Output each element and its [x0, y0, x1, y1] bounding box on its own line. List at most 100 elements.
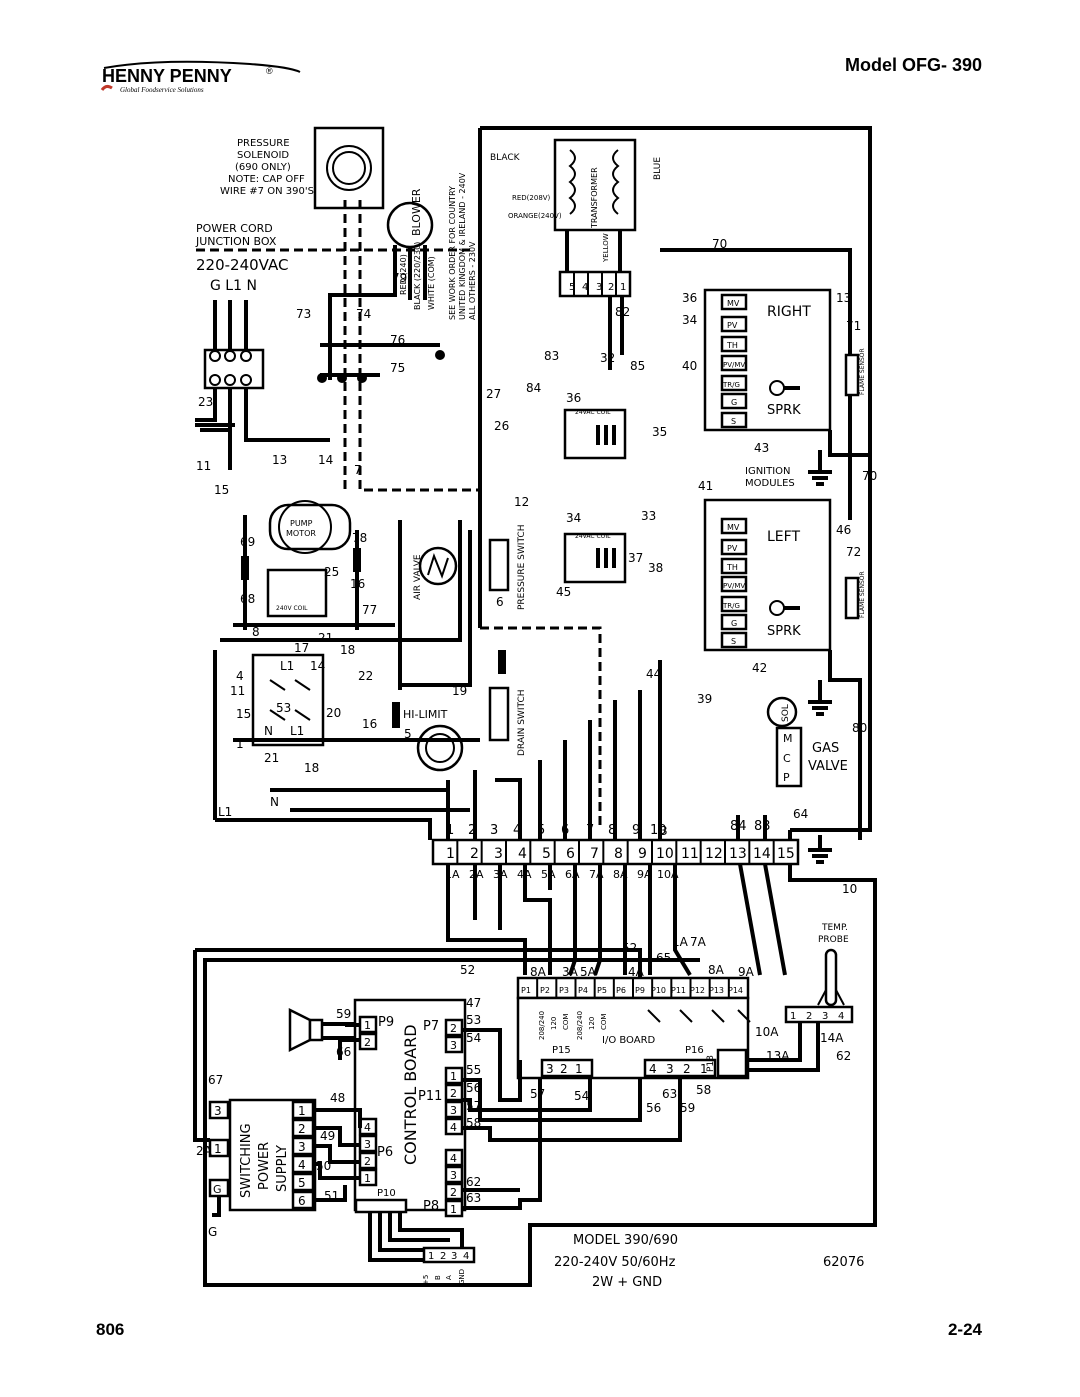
ignition-modules-label: IGNITION MODULES — [745, 466, 795, 489]
wire-number: 62 — [836, 1049, 851, 1063]
svg-text:MOTOR: MOTOR — [286, 529, 316, 538]
terminal-strip — [431, 838, 800, 866]
wire-number: 3 — [660, 824, 668, 838]
svg-text:+5: +5 — [422, 1275, 430, 1285]
svg-text:TRANSFORMER: TRANSFORMER — [590, 167, 599, 229]
svg-text:1: 1 — [214, 1142, 222, 1156]
wire-number: 8 — [252, 625, 260, 639]
svg-text:SOL: SOL — [781, 704, 791, 722]
wire-number: 52 — [622, 941, 637, 955]
speaker-icon — [288, 1007, 312, 1053]
wire-number: N — [264, 724, 273, 738]
svg-text:2: 2 — [806, 1011, 812, 1022]
wire-number: 58 — [696, 1083, 711, 1097]
svg-text:TH: TH — [726, 341, 738, 350]
svg-text:SOLENOID: SOLENOID — [237, 150, 289, 161]
wire-number: 37 — [628, 551, 643, 565]
wire-number: 13 — [272, 453, 287, 467]
svg-text:HENNY PENNY: HENNY PENNY — [102, 66, 232, 86]
svg-text:2: 2 — [608, 282, 614, 293]
svg-text:3: 3 — [546, 1062, 554, 1076]
wire-number: L1 — [280, 659, 294, 673]
pump-motor — [268, 503, 352, 551]
wire-number: 84 — [526, 381, 541, 395]
svg-text:PV/MV: PV/MV — [723, 361, 745, 369]
pressure-solenoid-label: PRESSURE SOLENOID (690 ONLY) NOTE: CAP O… — [220, 138, 314, 197]
wire-number: 35 — [652, 425, 667, 439]
right-module-pins: MV PV TH PV/MV TR/G G S — [720, 293, 748, 429]
wire-number: 14A — [820, 1031, 844, 1045]
svg-text:(690 ONLY): (690 ONLY) — [235, 162, 291, 173]
svg-text:3: 3 — [364, 1138, 371, 1151]
svg-text:TR/G: TR/G — [722, 602, 740, 610]
svg-text:7: 7 — [586, 823, 594, 838]
wire-number: 46 — [836, 523, 851, 537]
wire-number: 53 — [466, 1013, 481, 1027]
wire-number: 26 — [494, 419, 509, 433]
wire-number: 56 — [646, 1101, 661, 1115]
pump-coil — [266, 568, 328, 618]
svg-text:S: S — [731, 637, 736, 646]
wire-number: 56 — [466, 1081, 481, 1095]
svg-text:1: 1 — [450, 1070, 457, 1083]
part-number: 62076 — [823, 1255, 864, 1270]
svg-text:5: 5 — [537, 823, 545, 838]
wire-number: 16 — [362, 717, 377, 731]
svg-text:PV: PV — [727, 544, 738, 553]
svg-text:3: 3 — [822, 1011, 828, 1022]
wire-number: 57 — [466, 1099, 481, 1113]
svg-text:FLAME SENSOR: FLAME SENSOR — [859, 348, 866, 395]
svg-text:6: 6 — [566, 846, 575, 862]
wire-number: 18 — [340, 643, 355, 657]
wire-number: 82 — [615, 305, 630, 319]
svg-text:15: 15 — [777, 846, 795, 862]
wire-number: 72 — [846, 545, 861, 559]
svg-text:120: 120 — [588, 1017, 596, 1030]
wire-number: L1 — [290, 724, 304, 738]
terminal-strip-numbers: 1 2 3 4 5 6 7 8 9 10 11 12 13 14 15 — [446, 846, 795, 862]
svg-text:PRESSURE: PRESSURE — [237, 138, 290, 149]
svg-text:JUNCTION BOX: JUNCTION BOX — [195, 235, 277, 248]
wire-number: 8A — [708, 963, 725, 977]
wire-number: 80 — [852, 721, 867, 735]
wire-number: 19 — [452, 684, 467, 698]
svg-text:P7: P7 — [423, 1019, 439, 1034]
wire-number: 15 — [214, 483, 229, 497]
svg-text:2: 2 — [450, 1087, 457, 1100]
svg-text:POWER: POWER — [257, 1142, 272, 1190]
gas-valve-label: GAS VALVE — [808, 741, 848, 774]
svg-text:TEMP.: TEMP. — [821, 923, 848, 933]
svg-text:G L1 N: G L1 N — [210, 278, 257, 294]
work-order-note: SEE WORK ORDER FOR COUNTRY UNITED KINGDO… — [448, 172, 477, 320]
wire-number: 70 — [862, 469, 877, 483]
right-sprk-label: SPRK — [767, 403, 801, 418]
wire-number: 23 — [198, 395, 213, 409]
wire-number: 59 — [336, 1007, 351, 1021]
io-board-label: I/O BOARD — [602, 1035, 656, 1046]
svg-text:3: 3 — [666, 1062, 674, 1076]
svg-text:14: 14 — [753, 846, 771, 862]
wire-number: 76 — [390, 333, 405, 347]
svg-text:208/240: 208/240 — [538, 1011, 546, 1040]
svg-text:P11: P11 — [671, 986, 686, 995]
svg-text:BLACK (220/230): BLACK (220/230) — [413, 242, 422, 310]
wire-number: 68 — [240, 592, 255, 606]
svg-text:2: 2 — [364, 1036, 371, 1049]
drain-switch — [488, 686, 510, 742]
wire-number: 2A — [196, 1144, 213, 1158]
wire-number: 38 — [648, 561, 663, 575]
svg-text:MV: MV — [727, 299, 740, 308]
wire-number: 43 — [754, 441, 769, 455]
page-code: 806 — [96, 1320, 125, 1339]
svg-text:P9: P9 — [378, 1015, 394, 1030]
right-module-label: RIGHT — [767, 304, 811, 320]
wire-number: 10A — [755, 1025, 779, 1039]
svg-text:MODULES: MODULES — [745, 478, 795, 489]
gas-valve-solenoid — [766, 696, 798, 728]
svg-text:120: 120 — [550, 1017, 558, 1030]
svg-text:7: 7 — [590, 846, 599, 862]
svg-text:2: 2 — [450, 1022, 457, 1035]
wire-number: 7 — [354, 463, 362, 477]
